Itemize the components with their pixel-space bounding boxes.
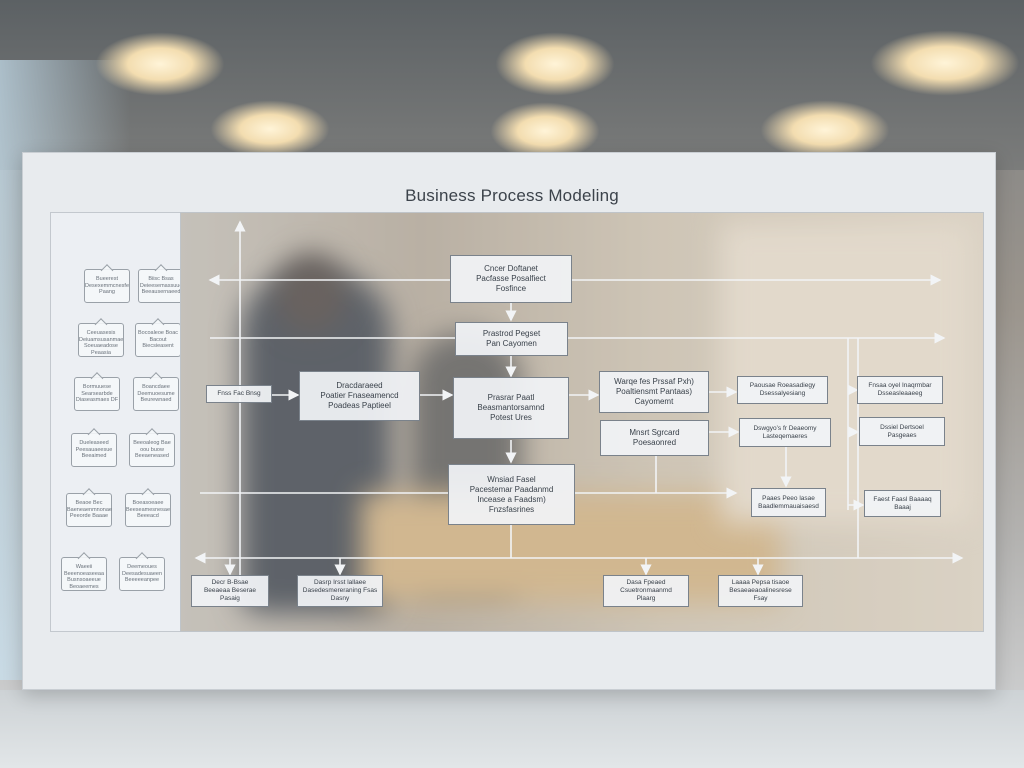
- palette-shape: Bueerest Desexemmcnesfe Paang: [84, 269, 130, 303]
- process-node: Laaaa Pepsa tisaoe Besaeaeaoalinesrese F…: [718, 575, 803, 607]
- ceiling-light: [95, 32, 225, 96]
- process-node: Decr B-Bsae Beeaeaa Beserae Pasaig: [191, 575, 269, 607]
- board-title: Business Process Modeling: [405, 186, 619, 205]
- palette-shape: Beeoaleog Bae oou buow Beeaeneased: [129, 433, 175, 467]
- palette-shape: Ceeuasesis Deiuamsusanmae Soeuaeadose Pe…: [78, 323, 124, 357]
- palette-shape: Bocoaleoe Boac Bacout Biecsieasent: [135, 323, 181, 357]
- process-node: Dasa Fpeaed Csuetronmaanmd Plaarg: [603, 575, 689, 607]
- process-node: Prastrod Pegset Pan Cayomen: [455, 322, 568, 356]
- process-node: Dracdaraeed Poatier Fnaseamencd Poadeas …: [299, 371, 420, 421]
- ceiling-light: [760, 100, 890, 160]
- ceiling-light: [210, 100, 330, 158]
- process-node: Wnsiad Fasel Pacestemar Paadanmd Incease…: [448, 464, 575, 525]
- ceiling-light: [495, 32, 615, 96]
- palette-shape: Deemeoues Deesadesuaeen Beeeeeanpee: [119, 557, 165, 591]
- shape-palette: Bueerest Desexemmcnesfe Paang Biisc Bsas…: [50, 212, 184, 632]
- process-node: Paaes Peeo lasae Baadlemmauaisaesd: [751, 488, 826, 517]
- process-node: Fnsaa oyel Inaqrmbar Dsseasleaaeeg: [857, 376, 943, 404]
- process-node: Dswgyo’s fr Deaeomy Lasteqemaeres: [739, 418, 831, 447]
- process-node: Dasrp Irsst lallaee Dasedesmereraning Fs…: [297, 575, 383, 607]
- floor-reflection: [0, 690, 1024, 768]
- palette-shape: Biisc Bsas Deieesemassuuc Beeausernaeed: [138, 269, 184, 303]
- blurred-person-head: [276, 253, 346, 333]
- palette-shape: Bormuuese Searsearbde Diaseasmaes DF: [74, 377, 120, 411]
- blurred-wall: [721, 223, 971, 523]
- palette-shape: Beaoe Bec Baeneaenmnonae Peeorde Baaae: [66, 493, 112, 527]
- process-node: Prasrar Paatl Beasmantorsamnd Potest Ure…: [453, 377, 569, 439]
- palette-shape: Dueleaseed Peesauaeesue Beeaimed: [71, 433, 117, 467]
- process-node: Paousae Roeasadiegy Dsessalyesiang: [737, 376, 828, 404]
- ceiling-light: [870, 30, 1020, 96]
- process-node: Cncer Doftanet Pacfasse Posalfiect Fosfi…: [450, 255, 572, 303]
- ceiling-light: [490, 102, 600, 160]
- palette-shape: Boancdaee Deemuoesume Beurewnaed: [133, 377, 179, 411]
- process-node: Faest Faasl Baaaaq Baaaj: [864, 490, 941, 517]
- process-node: Warqe fes Prssaf Pxh) Poaltiensmt Pantaa…: [599, 371, 709, 413]
- palette-shape: Waeeii Beeenoeaseeaa Busnsoaeeue Beoaeem…: [61, 557, 107, 591]
- process-node: Mnsrt Sgrcard Poesaonred: [600, 420, 709, 456]
- process-node: Dssiel Dertsoel Pasgeaes: [859, 417, 945, 446]
- palette-shape: Boeasoeaee Beeseamesnesae Beeeacd: [125, 493, 171, 527]
- start-label: Fnss Fac Bnsg: [206, 385, 272, 403]
